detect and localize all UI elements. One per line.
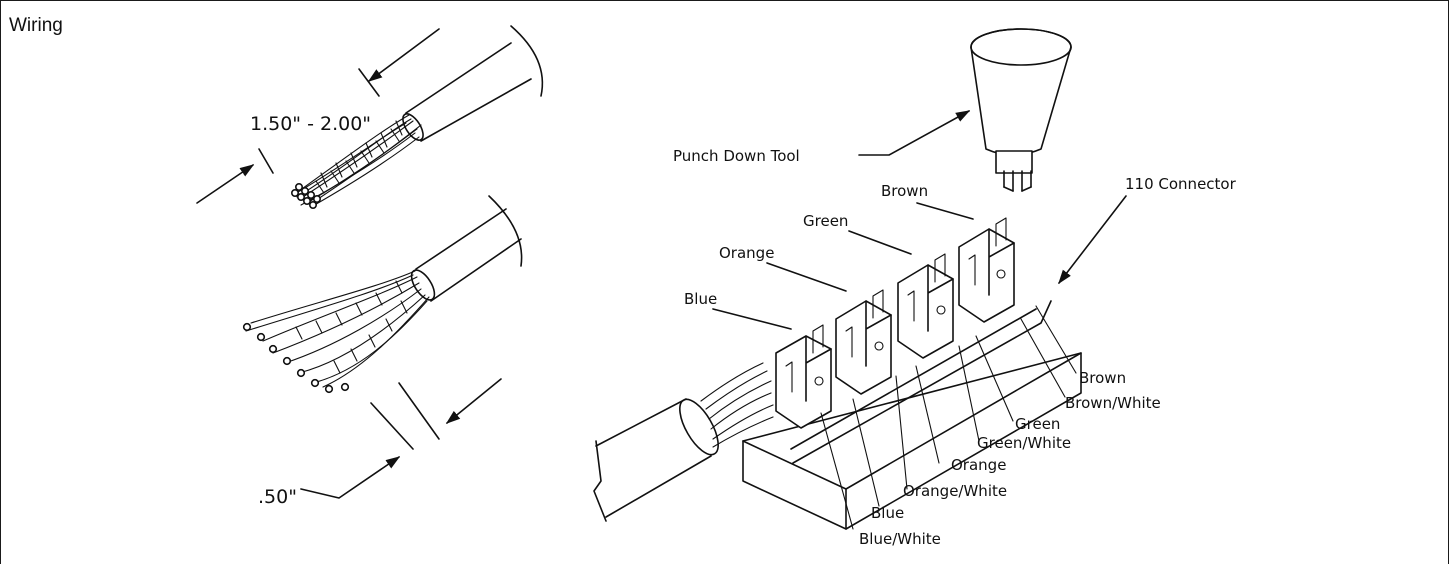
top-label-blue: Blue (684, 290, 717, 308)
conductor-label-green: Green (1015, 415, 1060, 433)
figure-title: Wiring (9, 15, 63, 36)
top-label-brown: Brown (881, 182, 928, 200)
connector-110: 110 Connector (593, 175, 1237, 530)
conductor-label-green-white: Green/White (977, 434, 1071, 452)
top-label-orange: Orange (719, 244, 774, 262)
conductor-labels: Brown Brown/White Green Green/White Oran… (820, 305, 1161, 548)
connector-label: 110 Connector (1125, 175, 1237, 193)
conductor-ends-top (290, 183, 321, 210)
strip-length-dimension: 1.50" - 2.00" (250, 113, 371, 135)
conductor-ends-bottom (242, 322, 350, 394)
punch-down-tool: Punch Down Tool (673, 28, 1072, 192)
stripped-cable-top: 1.50" - 2.00" (196, 25, 544, 210)
untwisted-cable-bottom: .50" (242, 195, 523, 508)
untwist-length-dimension: .50" (258, 486, 297, 508)
top-label-green: Green (803, 212, 848, 230)
conductor-label-blue-white: Blue/White (859, 530, 941, 548)
conductor-label-orange: Orange (951, 456, 1006, 474)
conductor-label-orange-white: Orange/White (903, 482, 1007, 500)
top-pair-labels: Brown Green Orange Blue (684, 182, 974, 330)
conductor-label-blue: Blue (871, 504, 904, 522)
punch-down-tool-label: Punch Down Tool (673, 147, 800, 165)
conductor-label-brown: Brown (1079, 369, 1126, 387)
conductor-label-brown-white: Brown/White (1065, 394, 1161, 412)
